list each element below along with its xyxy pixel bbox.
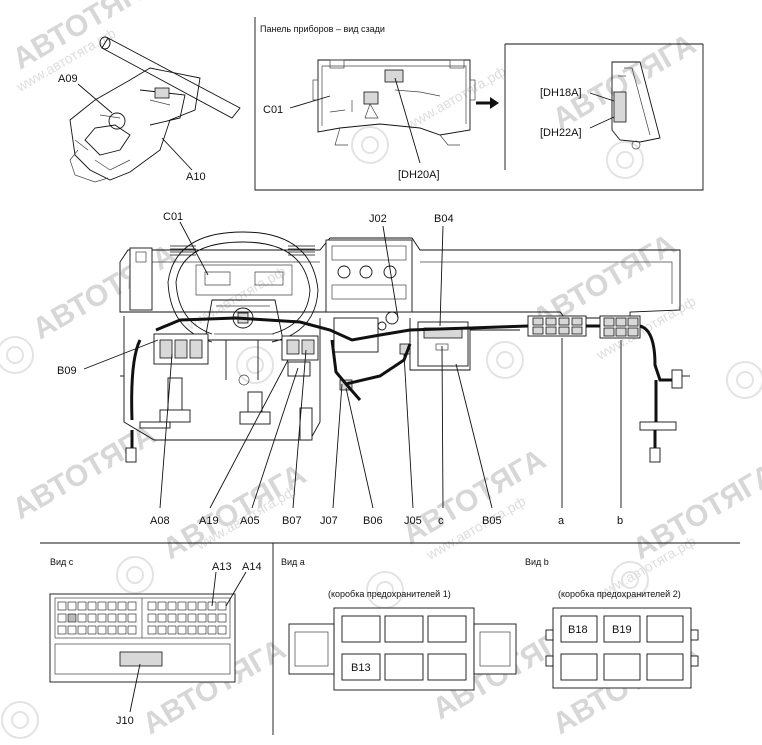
watermark-site: www.автотяга.рф xyxy=(403,63,509,133)
steering-column-illustration: A09 A10 xyxy=(58,36,241,183)
label-b06: B06 xyxy=(363,515,383,527)
view-b: Вид b (коробка предохранителей 2) B18 B1… xyxy=(525,557,699,689)
label-j10: J10 xyxy=(116,715,134,727)
watermark-brand: АВТОТЯГА xyxy=(7,418,162,526)
instrument-cluster-side: [DH18A] [DH22A] xyxy=(540,61,661,150)
label-a09: A09 xyxy=(58,73,78,85)
instrument-panel-title: Панель приборов – вид сзади xyxy=(260,24,385,34)
view-c: Вид c A13 A14 J10 xyxy=(49,557,262,727)
view-a: Вид a (коробка предохранителей 1) B13 xyxy=(281,557,517,691)
dashboard-illustration xyxy=(119,231,690,463)
label-dh20a: [DH20A] xyxy=(398,169,440,181)
view-a-title: Вид a xyxy=(281,557,305,567)
label-c01-main: C01 xyxy=(163,211,183,223)
label-a19: A19 xyxy=(199,515,219,527)
label-dh18a: [DH18A] xyxy=(540,87,582,99)
label-b13: B13 xyxy=(351,662,371,674)
label-b: b xyxy=(617,515,623,527)
label-a10: A10 xyxy=(186,171,206,183)
view-b-caption: (коробка предохранителей 2) xyxy=(558,589,681,599)
label-dh22a: [DH22A] xyxy=(540,127,582,139)
label-b07: B07 xyxy=(282,515,302,527)
label-c01-top: C01 xyxy=(263,104,283,116)
label-j02: J02 xyxy=(369,213,387,225)
instrument-cluster-rear: C01 [DH20A] xyxy=(263,59,499,181)
label-b05: B05 xyxy=(482,515,502,527)
bottom-frames xyxy=(40,542,740,735)
instrument-panel-rear-view-frame: Панель приборов – вид сзади xyxy=(254,17,704,191)
label-a13: A13 xyxy=(212,561,232,573)
label-b18: B18 xyxy=(568,624,588,636)
view-c-title: Вид c xyxy=(50,557,74,567)
view-a-caption: (коробка предохранителей 1) xyxy=(328,589,451,599)
label-b04: B04 xyxy=(434,213,454,225)
view-b-title: Вид b xyxy=(525,557,549,567)
label-j07: J07 xyxy=(320,515,338,527)
label-a08: A08 xyxy=(150,515,170,527)
watermark-site: www.автотяга.рф xyxy=(183,263,289,333)
label-b09: B09 xyxy=(57,365,77,377)
watermark-brand: АВТОТЯГА xyxy=(157,458,312,566)
connector-pins xyxy=(57,601,227,635)
label-b19: B19 xyxy=(612,624,632,636)
label-a14: A14 xyxy=(242,561,262,573)
label-j05: J05 xyxy=(404,515,422,527)
dashboard-callouts: C01 J02 B04 B09 A08 A19 A05 B07 J07 B06 … xyxy=(57,211,623,527)
label-c: c xyxy=(438,515,444,527)
watermark-brand: АВТОТЯГА xyxy=(627,458,762,566)
label-a: a xyxy=(558,515,565,527)
watermark-brand: АВТОТЯГА xyxy=(7,0,162,76)
label-a05: A05 xyxy=(240,515,260,527)
